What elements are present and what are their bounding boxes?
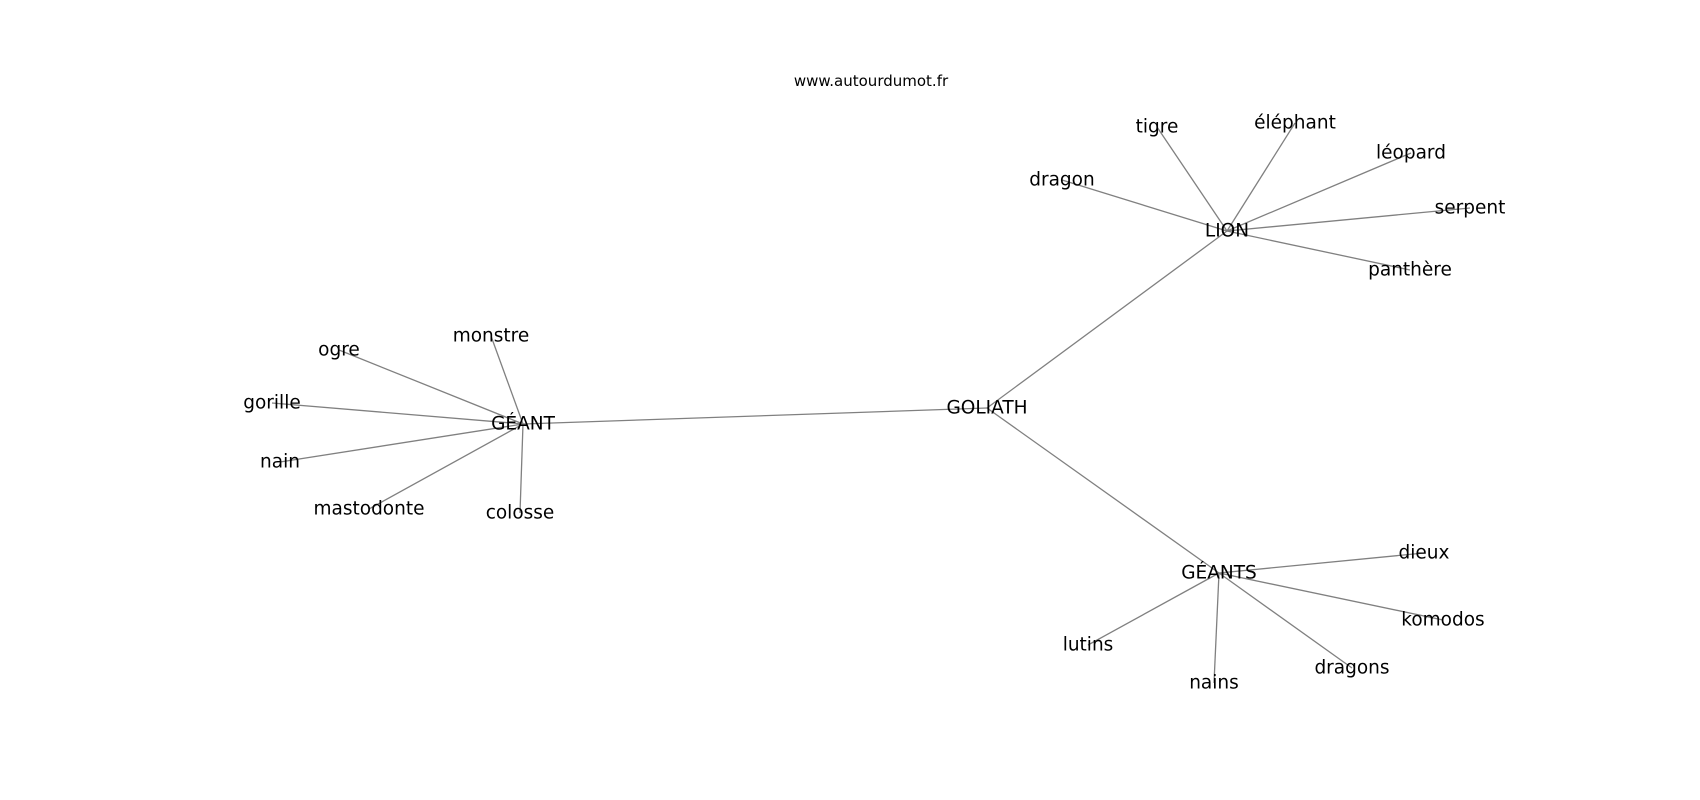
edge-lion-tigre (1156, 126, 1228, 232)
node-label-lutins[interactable]: lutins (1063, 635, 1114, 656)
node-label-geants[interactable]: GÉANTS (1181, 562, 1257, 584)
node-label-dragons[interactable]: dragons (1314, 658, 1389, 679)
node-label-ogre[interactable]: ogre (318, 340, 360, 361)
node-label-nains[interactable]: nains (1189, 673, 1239, 694)
edge-lion-panthere (1226, 230, 1411, 271)
node-label-monstre[interactable]: monstre (453, 326, 530, 347)
edge-goliath-geant (522, 407, 988, 425)
edge-geant-monstre (490, 335, 524, 425)
node-label-dragon[interactable]: dragon (1029, 170, 1094, 191)
node-label-leopard[interactable]: léopard (1376, 143, 1446, 164)
edge-lion-dragon (1061, 179, 1228, 232)
edge-geant-mastodonte (368, 423, 524, 510)
edge-goliath-geants (986, 407, 1220, 574)
node-label-goliath[interactable]: GOLIATH (946, 398, 1027, 419)
edge-lion-leopard (1226, 152, 1412, 232)
node-label-serpent[interactable]: serpent (1435, 198, 1506, 219)
graph-labels: GOLIATH GÉANT LION GÉANTS monstre ogre gorille… (243, 113, 1505, 694)
node-label-elephant[interactable]: éléphant (1254, 113, 1336, 134)
node-label-lion[interactable]: LION (1205, 221, 1249, 242)
node-label-dieux[interactable]: dieux (1399, 543, 1450, 564)
edge-geant-nain (279, 423, 524, 463)
edge-geants-dragons (1218, 572, 1353, 669)
edge-lion-serpent (1226, 207, 1471, 232)
node-label-tigre[interactable]: tigre (1136, 117, 1179, 138)
node-label-gorille[interactable]: gorille (243, 393, 300, 414)
edge-geants-lutins (1087, 572, 1220, 646)
node-label-colosse[interactable]: colosse (486, 503, 555, 524)
node-label-panthere[interactable]: panthère (1368, 260, 1452, 281)
graph-edges (271, 122, 1471, 684)
site-watermark: www.autourdumot.fr (793, 72, 949, 90)
node-label-nain[interactable]: nain (260, 452, 300, 473)
node-label-geant[interactable]: GÉANT (491, 413, 556, 435)
edge-geant-ogre (338, 349, 524, 425)
edge-lion-elephant (1226, 122, 1296, 232)
node-label-mastodonte[interactable]: mastodonte (314, 499, 425, 520)
edge-goliath-lion (986, 230, 1228, 409)
edge-geants-komodos (1218, 572, 1444, 621)
edge-geants-nains (1213, 572, 1220, 684)
edge-geant-gorille (271, 402, 524, 425)
edge-geant-colosse (519, 423, 524, 514)
edge-geants-dieux (1218, 552, 1425, 574)
node-label-komodos[interactable]: komodos (1401, 610, 1484, 631)
